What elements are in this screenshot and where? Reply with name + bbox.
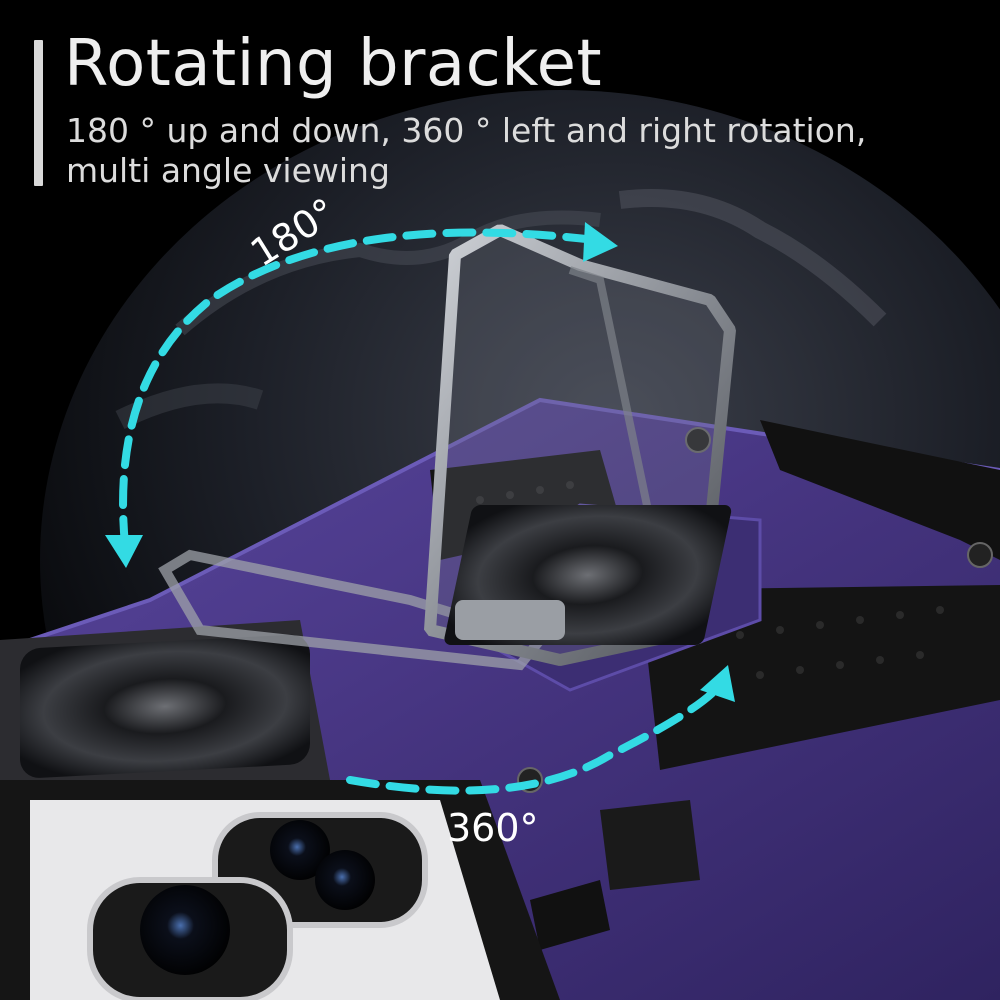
subtitle-line-1: 180 ° up and down, 360 ° left and right … (66, 111, 867, 150)
camera-lens-icon (140, 885, 230, 975)
camera-module (0, 780, 560, 1000)
camera-lens-icon (315, 850, 375, 910)
headline: Rotating bracket (64, 27, 603, 101)
subtitle-line-2: multi angle viewing (66, 151, 390, 190)
label-360-degrees: 360° (447, 806, 539, 850)
rotation-arrow-180-icon (105, 222, 618, 568)
title-accent-bar (34, 40, 43, 186)
rotation-arrow-360-icon (346, 665, 735, 795)
camera-slide-cover (0, 620, 330, 800)
camera-lens-icon (270, 820, 330, 880)
ring-stand-icon (424, 224, 736, 666)
